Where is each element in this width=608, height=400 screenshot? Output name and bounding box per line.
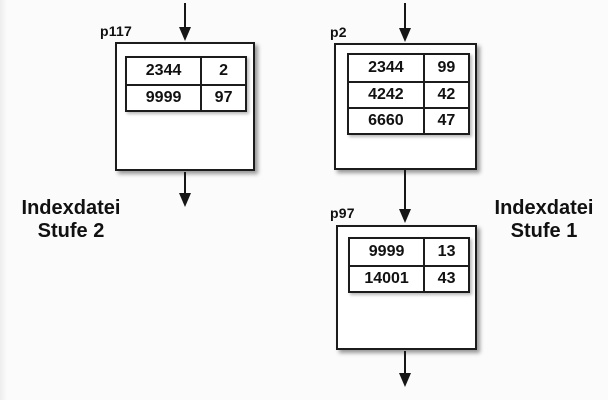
key-cell: 6660 [368, 112, 404, 129]
arrow-head-out-p97 [399, 373, 411, 387]
table-row: 9999 13 [350, 239, 468, 265]
node-label-p97: p97 [330, 205, 355, 221]
arrow-head-into-p2 [399, 28, 411, 42]
table-row: 2344 99 [349, 55, 468, 81]
page-edge-shading [0, 0, 7, 400]
pointer-cell: 13 [423, 239, 468, 265]
caption-level-2: Indexdatei Stufe 2 [6, 197, 136, 243]
arrow-line-into-p117 [184, 3, 186, 30]
arrow-line-p2-to-p97 [404, 170, 406, 210]
key-cell: 4242 [368, 86, 404, 103]
pointer-cell: 99 [422, 55, 468, 81]
key-cell: 2344 [368, 59, 404, 76]
pointer-cell: 97 [200, 86, 245, 110]
table-row: 9999 97 [127, 84, 245, 110]
node-label-p2: p2 [330, 24, 347, 40]
node-label-p117: p117 [100, 23, 132, 39]
arrow-line-out-p117 [184, 172, 186, 195]
caption-level-1-line2: Stufe 1 [510, 220, 578, 242]
arrow-line-into-p2 [404, 3, 406, 31]
table-row: 2344 2 [127, 58, 245, 84]
pointer-cell: 43 [423, 267, 468, 291]
node-table-p97: 9999 13 14001 43 [348, 237, 470, 293]
key-cell: 14001 [364, 270, 409, 287]
key-cell: 2344 [145, 62, 182, 79]
caption-level-1: Indexdatei Stufe 1 [479, 197, 608, 243]
node-table-p117: 2344 2 9999 97 [125, 56, 247, 112]
table-row: 14001 43 [350, 265, 468, 291]
caption-level-2-line1: Indexdatei [21, 197, 121, 219]
arrow-head-into-p117 [179, 27, 191, 41]
arrow-head-p2-to-p97 [399, 209, 411, 223]
arrow-line-out-p97 [404, 351, 406, 375]
pointer-cell: 47 [422, 109, 468, 133]
key-cell: 9999 [145, 89, 182, 106]
pointer-cell: 42 [422, 83, 468, 107]
caption-level-1-line1: Indexdatei [494, 197, 594, 219]
caption-level-2-line2: Stufe 2 [37, 220, 105, 242]
arrow-head-out-p117 [179, 193, 191, 207]
key-cell: 9999 [368, 243, 405, 260]
table-row: 6660 47 [349, 107, 468, 133]
pointer-cell: 2 [200, 58, 245, 84]
